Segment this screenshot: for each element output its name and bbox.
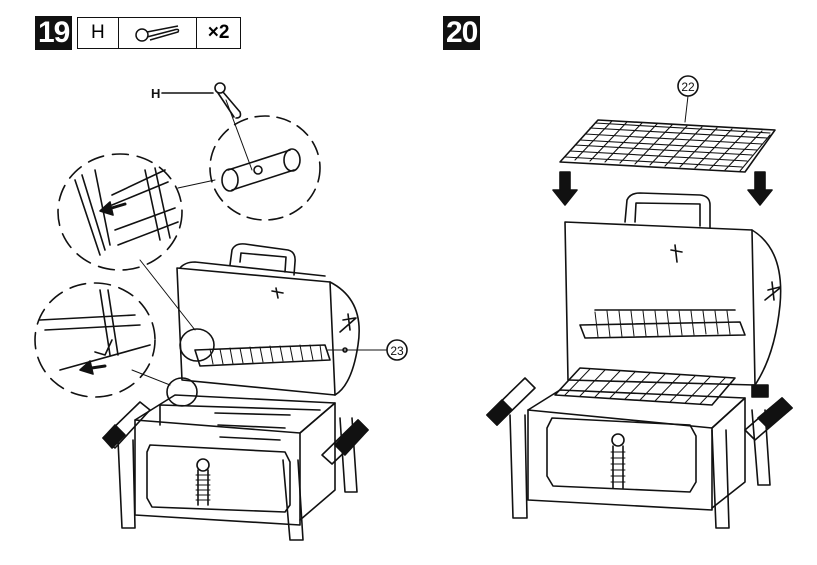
step-19-number: 19 [35, 16, 73, 50]
part-quantity: ×2 [207, 22, 230, 43]
callout-part-23: 23 [390, 344, 404, 358]
callout-letter-h: H [151, 86, 160, 101]
part-letter: H [78, 18, 119, 48]
hitch-pin-clip-icon [214, 82, 242, 119]
hitch-pin-clip-icon [119, 18, 198, 48]
step-20-number: 20 [443, 16, 481, 50]
callout-part-22: 22 [681, 80, 695, 94]
step-19-parts-box: H ×2 [77, 17, 241, 49]
